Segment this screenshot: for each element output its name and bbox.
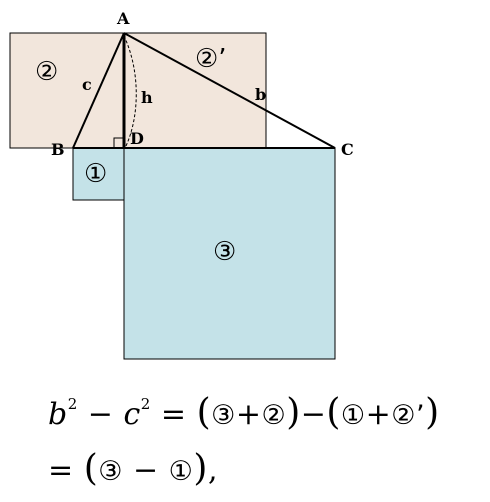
side-h-label: h [141,88,153,107]
eq-open-paren-2: ( [326,392,341,433]
eq-close-paren-2: ) [425,392,440,433]
eq2-term-1: ① [168,456,194,487]
eq-b: b [48,397,68,432]
eq-minus: − [77,397,124,432]
eq-plus-1: + [235,397,262,432]
region-2-label: ② [35,57,58,87]
region-3-label: ③ [213,237,236,267]
geometry-diagram: A B C D c b h ② ②’ ① ③ [9,9,354,360]
eq2-equals: = [48,453,84,488]
eq-equals: = [150,397,197,432]
eq-b-exponent: 2 [67,395,78,413]
eq-c-exponent: 2 [140,395,151,413]
right-angle-marker [113,137,125,149]
eq2-comma: , [207,453,218,488]
eq-plus-2: + [365,397,392,432]
height-brace [123,35,137,147]
vertex-d-label: D [130,129,144,148]
region-1-label: ① [84,159,107,189]
eq2-close-paren: ) [193,448,208,489]
small-square-bd [72,147,125,201]
eq-close-paren-1: ) [286,392,301,433]
equation-line-2: = (③ − ①), [48,448,218,489]
eq-minus-2: − [300,397,327,432]
eq2-term-3: ③ [98,456,123,487]
region-2-prime-label: ②’ [195,44,227,74]
eq-term-1: ① [340,400,366,431]
rectangle-ab-region [9,32,267,149]
vertex-c-label: C [341,140,354,159]
eq-term-2-prime: ②’ [391,400,426,431]
eq-term-2: ② [261,400,287,431]
eq-open-paren-1: ( [196,392,212,433]
eq2-open-paren: ( [83,448,99,489]
side-c-label: c [82,75,92,94]
vertex-a-label: A [116,9,130,28]
equation-line-1: b2 − c2 = (③+②)−(①+②’) [48,392,440,433]
eq-term-3: ③ [211,400,236,431]
eq2-minus: − [122,453,169,488]
eq-c: c [123,397,141,432]
vertex-b-label: B [51,140,65,159]
side-b-label: b [255,85,266,104]
side-ac [123,32,336,149]
side-ab [72,32,125,149]
